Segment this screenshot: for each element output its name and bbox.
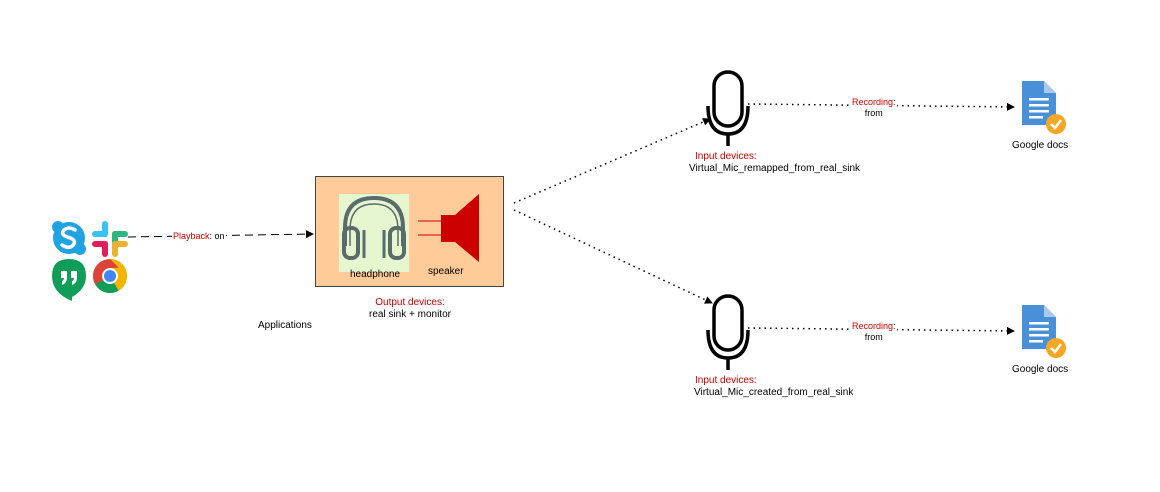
- headphone-icon: [342, 195, 406, 260]
- microphone-icon[interactable]: [706, 294, 750, 370]
- mic-2-caption: Input devices: Virtual_Mic_created_from_…: [666, 375, 886, 399]
- playback-label-rest: : on: [209, 231, 225, 241]
- hangouts-icon[interactable]: [52, 259, 86, 301]
- recording-2-label-line2: from: [864, 332, 883, 342]
- google-docs-2-label: Google docs: [1012, 364, 1069, 375]
- applications-label: Applications: [258, 320, 312, 331]
- edge-output-to-mic-2[interactable]: [513, 209, 713, 304]
- speaker-icon: [418, 194, 479, 262]
- recording-2-label-rest: :: [893, 321, 896, 331]
- output-devices-caption-red: Output devices:: [375, 297, 445, 308]
- output-devices-caption: Output devices: real sink + monitor: [340, 297, 480, 321]
- recording-edge-1-label: Recording: from: [851, 97, 897, 119]
- slack-icon[interactable]: [92, 221, 128, 257]
- microphone-icon[interactable]: [706, 70, 750, 146]
- recording-edge-2-label: Recording: from: [851, 321, 897, 343]
- speaker-label: speaker: [428, 266, 464, 277]
- mic-1-caption-red: Input devices:: [695, 151, 757, 162]
- mic-2-caption-red: Input devices:: [695, 375, 757, 386]
- recording-1-label-red: Recording: [852, 97, 894, 107]
- mic-1-caption: Input devices: Virtual_Mic_remapped_from…: [666, 151, 886, 175]
- application-icons: [52, 221, 128, 301]
- skype-icon[interactable]: [52, 221, 86, 255]
- chrome-icon[interactable]: [93, 259, 127, 293]
- google-docs-icon[interactable]: [1022, 81, 1066, 134]
- mic-1-caption-text: Virtual_Mic_remapped_from_real_sink: [689, 163, 861, 174]
- playback-edge-label: Playback: on: [172, 231, 226, 242]
- recording-1-label-line2: from: [864, 108, 883, 118]
- playback-label-red: Playback: [173, 231, 210, 241]
- mic-2-caption-text: Virtual_Mic_created_from_real_sink: [694, 387, 854, 398]
- google-docs-1-label: Google docs: [1012, 140, 1069, 151]
- google-docs-icon[interactable]: [1022, 305, 1066, 358]
- headphone-label: headphone: [349, 269, 401, 280]
- recording-1-label-rest: :: [893, 97, 896, 107]
- output-devices-caption-text: real sink + monitor: [369, 309, 451, 320]
- recording-2-label-red: Recording: [852, 321, 894, 331]
